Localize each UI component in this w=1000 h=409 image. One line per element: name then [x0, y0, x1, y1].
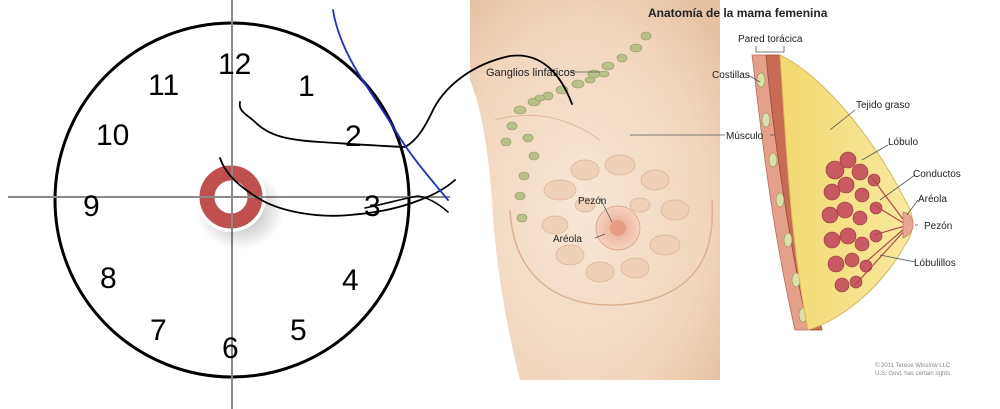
lobules — [821, 151, 883, 293]
clock-number-1: 1 — [298, 70, 315, 103]
breast-contour — [509, 199, 714, 306]
black-stroke-bottom-branch — [364, 195, 449, 213]
clock-diagram: 12 1 2 3 4 5 6 7 8 9 10 11 — [8, 0, 450, 409]
label-muscle: Músculo — [726, 131, 764, 142]
clock-number-7: 7 — [150, 314, 167, 347]
glandular-tissue — [541, 154, 690, 283]
label-lobule: Lóbulo — [888, 137, 918, 148]
clock-number-8: 8 — [100, 262, 117, 295]
clock-number-4: 4 — [342, 264, 359, 297]
figure-title: Anatomía de la mama femenina — [648, 6, 828, 20]
clock-number-9: 9 — [83, 190, 100, 223]
side-view: Anatomía de la mama femenina — [648, 6, 961, 377]
copyright-line-2: U.S. Govt. has certain rights — [875, 371, 950, 377]
anatomy-illustration: Ganglios linfáticos Pezón Aréola Anatomí… — [470, 0, 961, 380]
clock-number-11: 11 — [148, 69, 179, 102]
label-ribs: Costillas — [712, 70, 750, 81]
clock-number-5: 5 — [290, 314, 307, 347]
label-ducts: Conductos — [913, 169, 961, 180]
label-nipple-front: Pezón — [578, 196, 606, 207]
freehand-annotations — [219, 9, 573, 217]
clock-number-10: 10 — [96, 119, 129, 152]
label-lobules: Lóbulillos — [914, 258, 956, 269]
label-nipple-side: Pezón — [924, 221, 952, 232]
clock-number-2: 2 — [345, 120, 362, 153]
black-stroke-bottom — [219, 157, 456, 217]
label-lymph-nodes: Ganglios linfáticos — [486, 67, 576, 79]
nipple-side — [902, 211, 914, 239]
nipple-front — [610, 220, 626, 236]
blue-stroke — [332, 9, 449, 201]
clock-number-6: 6 — [222, 332, 239, 365]
label-areola-front: Aréola — [553, 234, 582, 245]
copyright-line-1: © 2011 Terese Winslow LLC — [875, 362, 951, 369]
label-areola-side: Aréola — [918, 194, 947, 205]
label-fatty-tissue: Tejido graso — [856, 100, 910, 111]
label-chest-wall: Pared torácica — [738, 34, 803, 45]
front-view: Ganglios linfáticos Pezón Aréola — [470, 0, 725, 380]
clock-number-12: 12 — [218, 48, 251, 81]
